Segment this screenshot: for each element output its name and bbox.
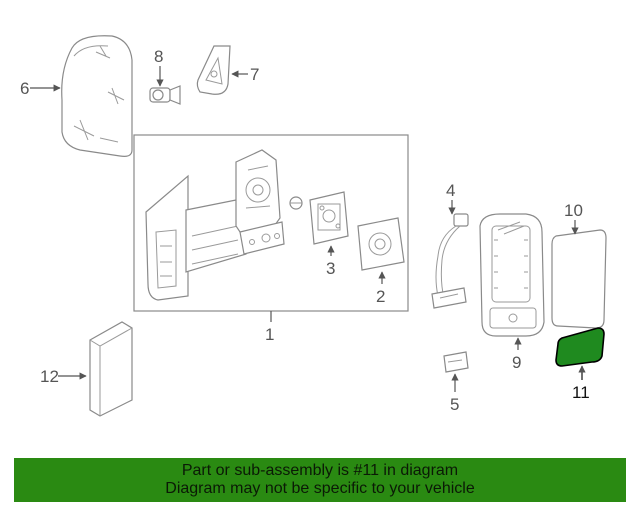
part-6-mirror-cover[interactable] [61, 35, 133, 157]
callout-7: 7 [250, 65, 259, 84]
callout-9: 9 [512, 353, 521, 372]
part-10-mirror-glass[interactable] [551, 229, 607, 329]
part-8-pin[interactable] [149, 85, 181, 105]
banner-line-2: Diagram may not be specific to your vehi… [165, 480, 475, 497]
part-9-backing-plate[interactable] [479, 213, 545, 337]
callout-1: 1 [265, 325, 274, 344]
part-1-mirror-arm-assembly[interactable] [145, 149, 285, 301]
callout-3: 3 [326, 259, 335, 278]
callout-12: 12 [40, 367, 59, 386]
callout-11: 11 [572, 383, 590, 402]
screw[interactable] [289, 196, 303, 210]
callout-4: 4 [446, 181, 455, 200]
part-7-bracket[interactable] [196, 45, 231, 95]
part-3-motor-plate[interactable] [309, 191, 349, 245]
callout-2: 2 [376, 287, 385, 306]
part-5-connector[interactable] [443, 351, 469, 373]
callout-8: 8 [154, 47, 163, 66]
part-11-lower-mirror-glass[interactable] [555, 327, 605, 367]
callout-10: 10 [564, 201, 583, 220]
part-2-actuator[interactable] [357, 217, 405, 271]
callout-5: 5 [450, 395, 459, 414]
info-banner: Part or sub-assembly is #11 in diagram D… [14, 458, 626, 502]
banner-line-1: Part or sub-assembly is #11 in diagram [181, 462, 459, 479]
callout-6: 6 [20, 79, 29, 98]
part-12-control-module[interactable] [89, 321, 133, 417]
part-4-wire-harness[interactable] [431, 213, 469, 309]
